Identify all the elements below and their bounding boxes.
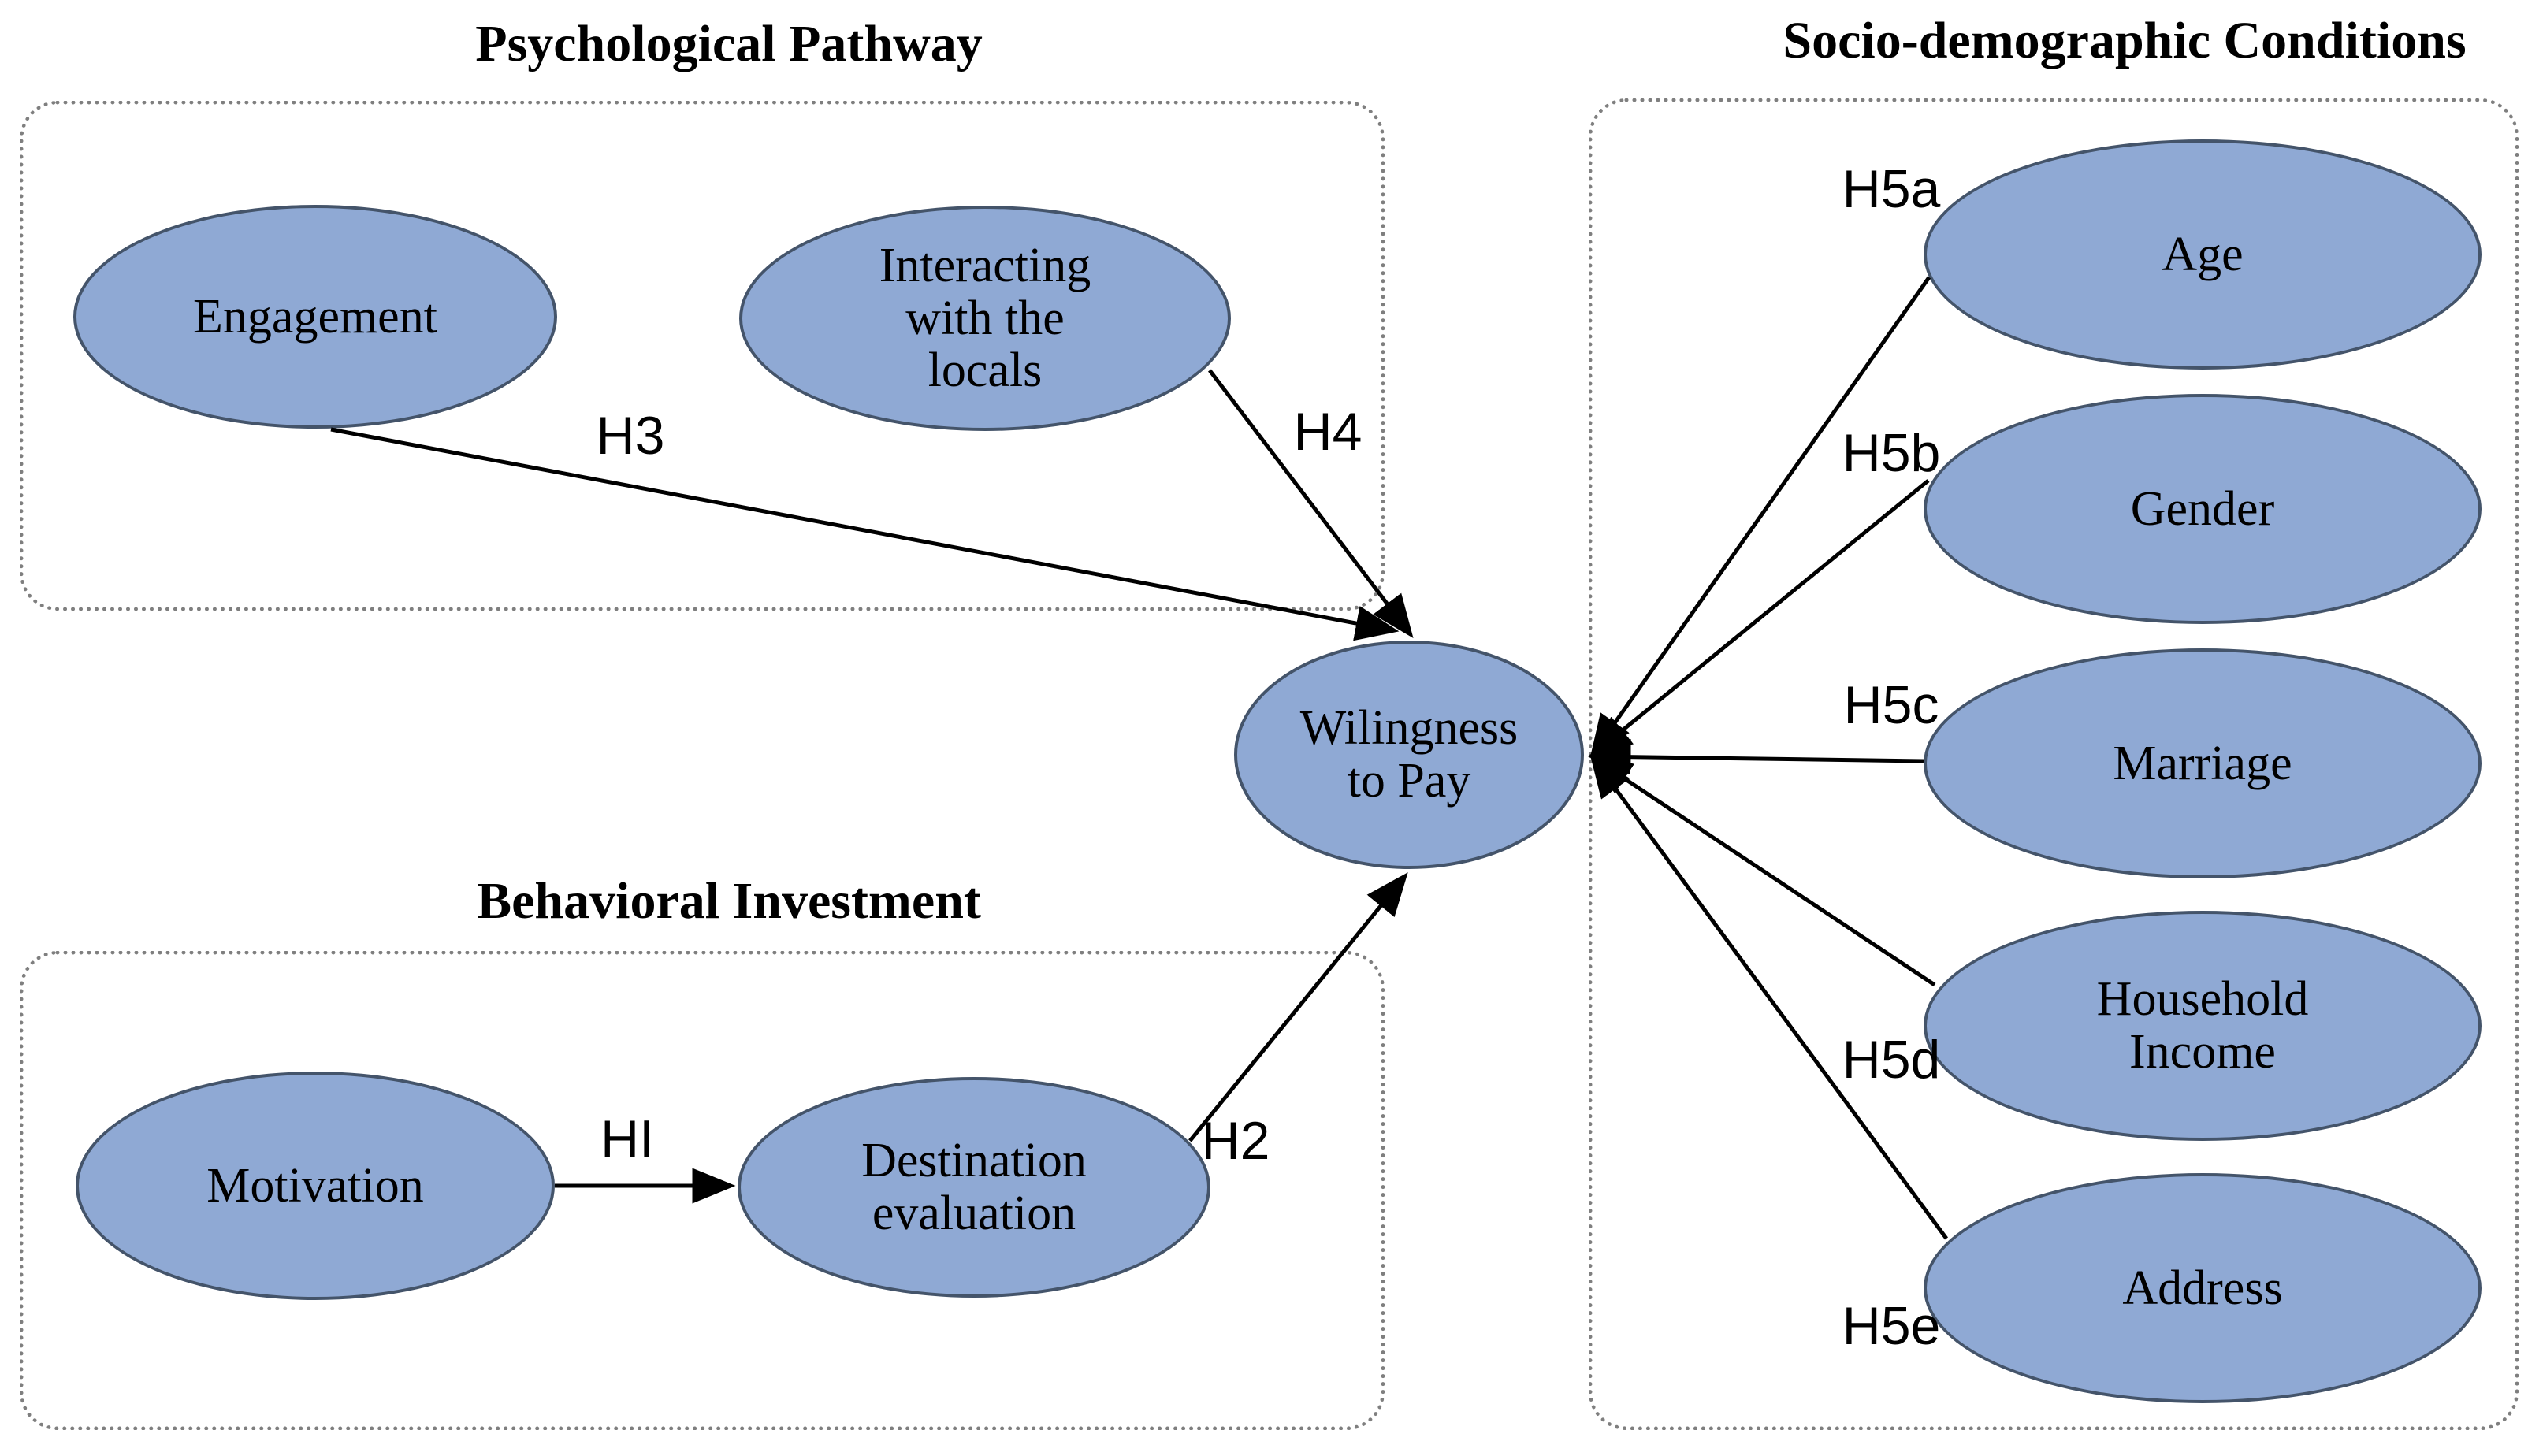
- node-gender: Gender: [1924, 394, 2482, 624]
- label-hypothesis-h5c: H5c: [1843, 675, 1939, 735]
- label-hypothesis-h5b: H5b: [1842, 423, 1941, 483]
- label-hypothesis-h5e: H5e: [1842, 1296, 1941, 1356]
- node-destination-evaluation: Destination evaluation: [738, 1077, 1210, 1298]
- label-hypothesis-h5a: H5a: [1842, 159, 1941, 219]
- node-motivation: Motivation: [76, 1072, 555, 1300]
- group-box-behavioral-investment: [20, 951, 1385, 1430]
- node-willingness-to-pay: Wilingness to Pay: [1234, 641, 1584, 869]
- node-address: Address: [1924, 1173, 2482, 1403]
- label-hypothesis-h4: H4: [1293, 402, 1363, 462]
- group-title-behavioral-investment: Behavioral Investment: [477, 872, 981, 930]
- label-hypothesis-h5d: H5d: [1842, 1030, 1941, 1090]
- label-hypothesis-h2: H2: [1201, 1111, 1270, 1171]
- node-engagement: Engagement: [73, 205, 557, 429]
- node-marriage: Marriage: [1924, 648, 2482, 878]
- label-hypothesis-h3: H3: [596, 406, 665, 466]
- node-age: Age: [1924, 139, 2482, 370]
- group-title-socio-demographic: Socio-demographic Conditions: [1783, 12, 2467, 69]
- node-household-income: Household Income: [1924, 911, 2482, 1141]
- label-hypothesis-h1: HI: [600, 1109, 654, 1169]
- node-interacting-with-locals: Interacting with the locals: [739, 206, 1231, 431]
- group-title-psychological-pathway: Psychological Pathway: [475, 15, 983, 72]
